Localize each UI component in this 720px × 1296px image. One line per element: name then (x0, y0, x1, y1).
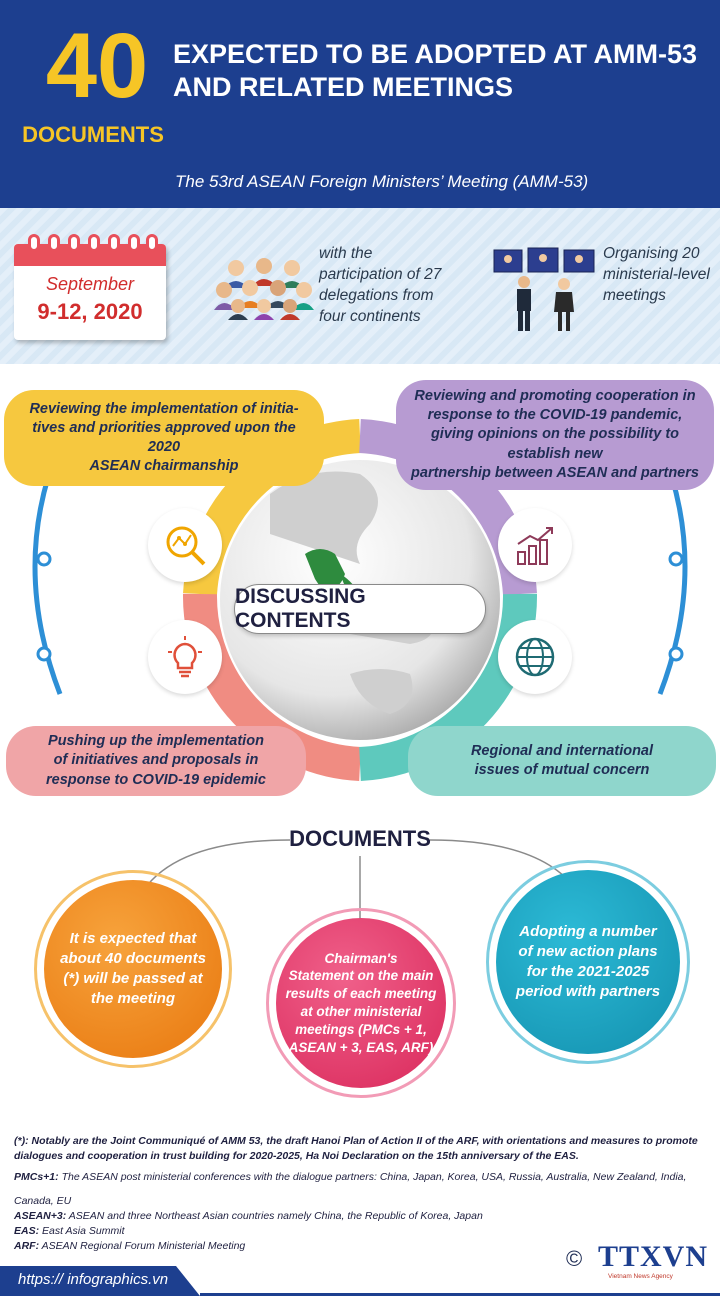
note-eas: EAS: East Asia Summit (14, 1225, 125, 1238)
meetings-text: Organising 20 ministerial-level meetings (603, 245, 710, 304)
calendar-card: September 9-12, 2020 (14, 244, 166, 340)
calendar-month: September (45, 274, 135, 294)
title-line-2: AND RELATED MEETINGS (173, 71, 514, 102)
participation-text: with the participation of 27 delegations… (319, 245, 442, 325)
ttxvn-logo-subtitle: Vietnam News Agency (608, 1273, 673, 1280)
note-asean3: ASEAN+3: ASEAN and three Northeast Asian… (14, 1209, 483, 1222)
documents-count: 40 (45, 15, 149, 117)
content-box-bottom-left: Pushing up the implementation of initiat… (6, 726, 306, 796)
bar-chart-growth-icon (498, 508, 572, 582)
ttxvn-logo: TTXVN (598, 1240, 709, 1273)
footer-line (200, 1293, 720, 1296)
page-subtitle: The 53rd ASEAN Foreign Ministers’ Meetin… (175, 172, 589, 191)
note-pmc-cont: Canada, EU (14, 1194, 72, 1207)
documents-title: DOCUMENTS (289, 826, 431, 851)
doc-circle-right-ring (486, 860, 690, 1064)
copyright-icon: © (566, 1246, 583, 1271)
footer-url-link[interactable]: https:// infographics.vn (18, 1271, 169, 1288)
content-box-top-left: Reviewing the implementation of initia- … (4, 390, 324, 486)
documents-count-label: DOCUMENTS (22, 122, 164, 147)
doc-circle-middle-ring (266, 908, 456, 1098)
footer-bar (0, 1266, 200, 1296)
note-arf: ARF: ASEAN Regional Forum Ministerial Me… (14, 1240, 246, 1253)
video-conference-icon (493, 247, 595, 331)
doc-circle-left: It is expected that about 40 documents (… (44, 880, 222, 1058)
calendar-days: 9-12, 2020 (37, 299, 143, 324)
title-line-1: EXPECTED TO BE ADOPTED AT AMM-53 (173, 39, 698, 69)
header-banner (0, 0, 720, 208)
note-pmc: PMCs+1: The ASEAN post ministerial confe… (14, 1171, 687, 1184)
doc-circle-right: Adopting a number of new action plans fo… (496, 870, 680, 1054)
doc-circle-left-ring (34, 870, 232, 1068)
doc-circle-middle: Chairman's Statement on the main results… (276, 918, 446, 1088)
footnotes: (*): Notably are the Joint Communiqué of… (14, 1134, 706, 1255)
discussing-contents-label: DISCUSSING CONTENTS (234, 584, 486, 634)
lightbulb-icon (148, 620, 222, 694)
note-star: (*): Notably are the Joint Communiqué of… (14, 1135, 698, 1163)
delegates-group-icon (214, 258, 314, 320)
globe-icon (498, 620, 572, 694)
page-title: EXPECTED TO BE ADOPTED AT AMM-53 AND REL… (173, 38, 703, 104)
search-chart-icon (148, 508, 222, 582)
content-box-top-right: Reviewing and promoting cooperation in r… (396, 380, 714, 490)
calendar-rings (28, 234, 158, 256)
content-box-bottom-right: Regional and international issues of mut… (408, 726, 716, 796)
